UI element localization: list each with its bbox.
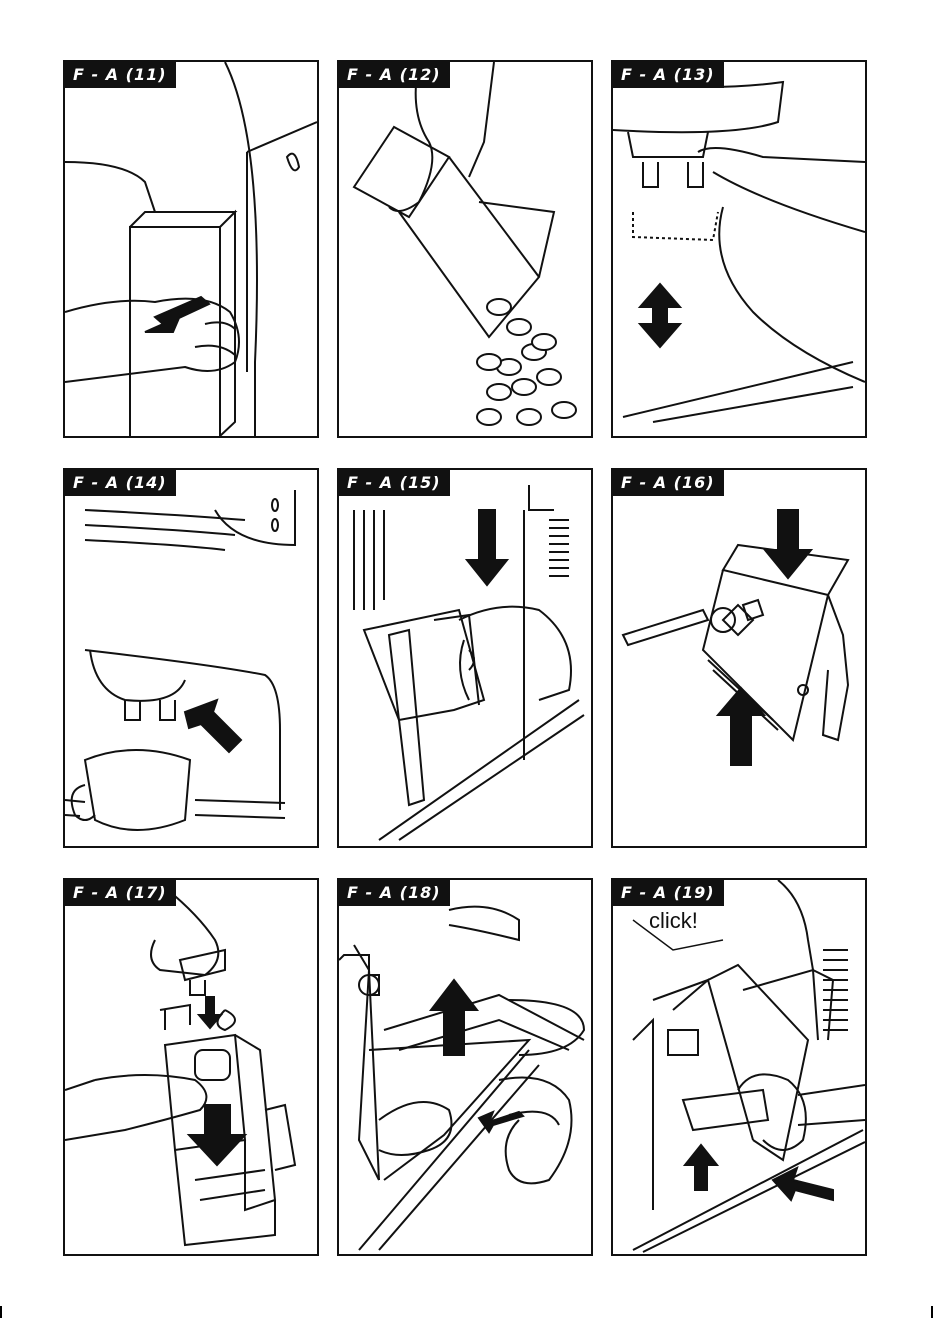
brew-unit-assembly-illustration bbox=[613, 470, 865, 846]
figure-label: F - A (13) bbox=[613, 62, 724, 88]
figure-label: F - A (15) bbox=[339, 470, 450, 496]
figure-panel-14: F - A (14) bbox=[63, 468, 319, 848]
figure-label: F - A (18) bbox=[339, 880, 450, 906]
drawer-removal-illustration bbox=[65, 62, 317, 436]
figure-label: F - A (11) bbox=[65, 62, 176, 88]
drip-tray-illustration bbox=[339, 880, 591, 1254]
crop-mark bbox=[0, 1306, 2, 1318]
figure-panel-11: F - A (11) bbox=[63, 60, 319, 438]
figure-label: F - A (12) bbox=[339, 62, 450, 88]
brew-unit-insert-illustration: click! bbox=[613, 880, 865, 1254]
figure-panel-16: F - A (16) bbox=[611, 468, 867, 848]
figure-label: F - A (17) bbox=[65, 880, 176, 906]
brew-unit-release-illustration bbox=[339, 470, 591, 846]
figure-label: F - A (14) bbox=[65, 470, 176, 496]
spout-adjust-illustration bbox=[613, 62, 865, 436]
figure-panel-19: F - A (19) click! bbox=[611, 878, 867, 1256]
figure-panel-17: F - A (17) bbox=[63, 878, 319, 1256]
figure-label: F - A (16) bbox=[613, 470, 724, 496]
cup-spout-illustration bbox=[65, 470, 317, 846]
descaler-tablets-illustration bbox=[339, 62, 591, 436]
figure-panel-18: F - A (18) bbox=[337, 878, 593, 1256]
figure-panel-15: F - A (15) bbox=[337, 468, 593, 848]
figure-panel-13: F - A (13) bbox=[611, 60, 867, 438]
click-callout: click! bbox=[649, 908, 698, 933]
figure-panel-12: F - A (12) bbox=[337, 60, 593, 438]
brew-unit-key-illustration bbox=[65, 880, 317, 1254]
figure-label: F - A (19) bbox=[613, 880, 724, 906]
